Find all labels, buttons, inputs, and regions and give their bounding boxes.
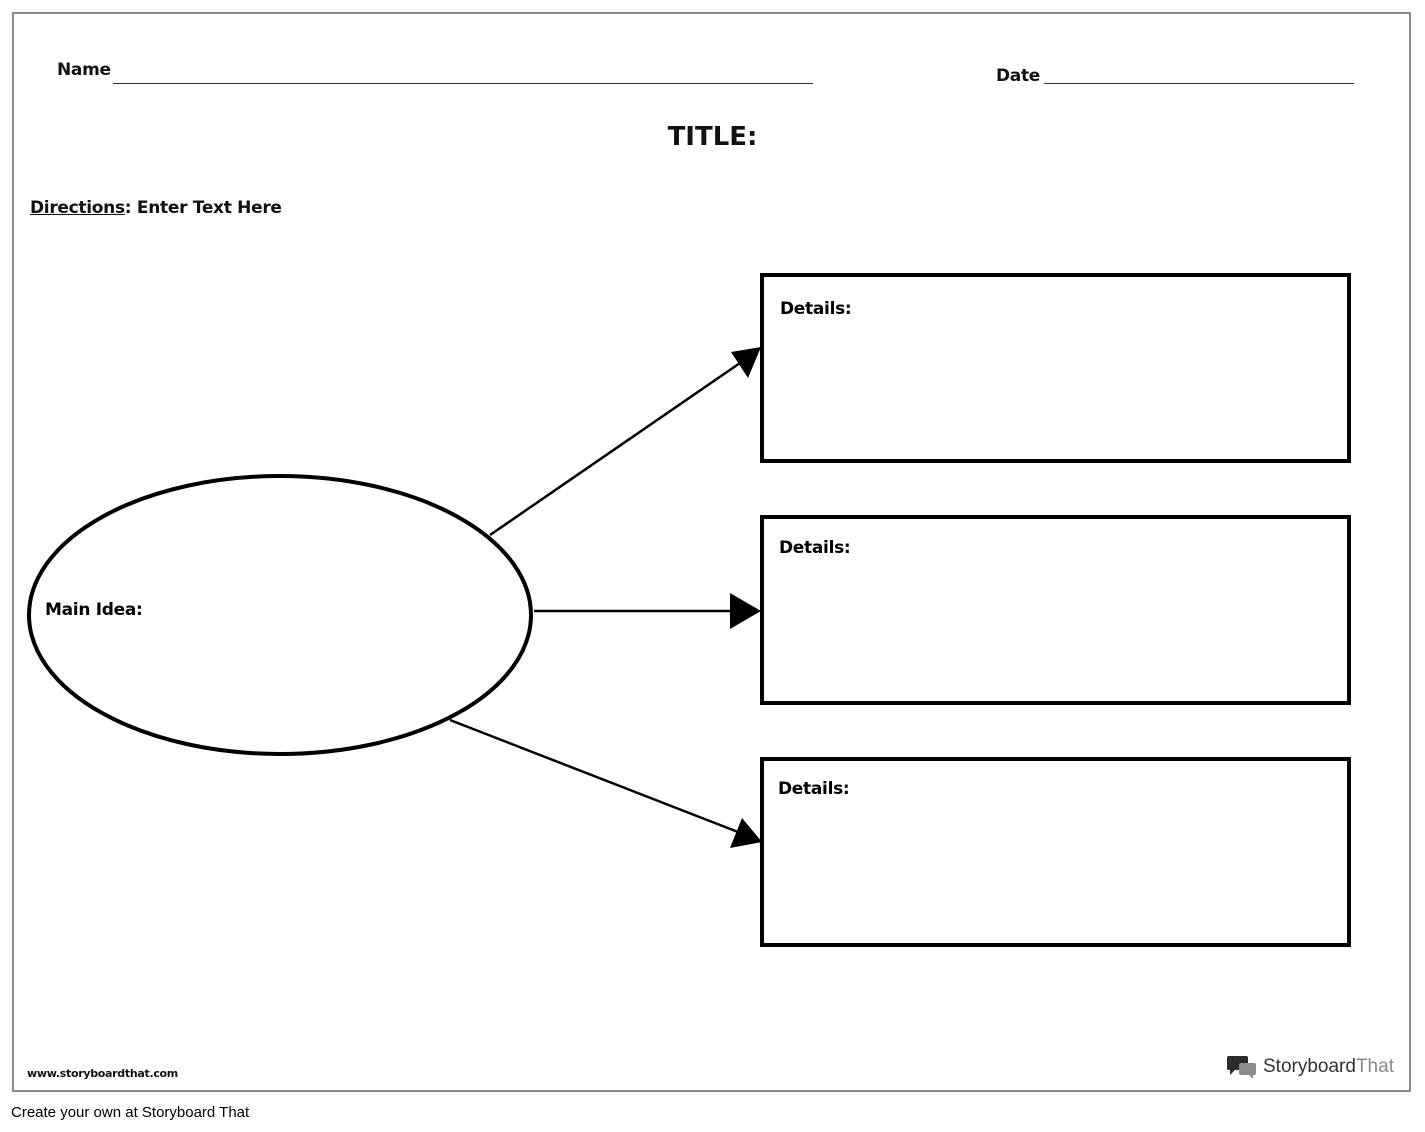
arrow-top	[489, 347, 761, 537]
storyboardthat-logo[interactable]: StoryboardThat	[1227, 1054, 1394, 1080]
name-line[interactable]	[113, 83, 813, 84]
details-box-1[interactable]	[760, 273, 1351, 463]
details-box-3[interactable]	[760, 757, 1351, 947]
arrow-middle	[534, 593, 761, 629]
directions: Directions: Enter Text Here	[30, 198, 282, 218]
speech-bubbles-icon	[1227, 1056, 1256, 1079]
date-line[interactable]	[1044, 83, 1354, 84]
details-label-1: Details:	[780, 299, 851, 319]
create-caption-link[interactable]: Create your own at Storyboard That	[11, 1104, 250, 1121]
date-label: Date	[996, 66, 1041, 86]
brand-secondary: That	[1355, 1056, 1394, 1077]
brand-name: StoryboardThat	[1263, 1056, 1394, 1078]
directions-key: Directions	[30, 198, 125, 218]
brand-primary: Storyboard	[1263, 1056, 1356, 1077]
footer-website: www.storyboardthat.com	[27, 1067, 178, 1080]
details-label-2: Details:	[779, 538, 850, 558]
arrow-bottom	[449, 718, 762, 848]
main-idea-ellipse[interactable]	[27, 474, 533, 756]
worksheet-title: TITLE:	[667, 122, 758, 152]
details-label-3: Details:	[778, 779, 849, 799]
name-label: Name	[57, 60, 111, 80]
directions-text: : Enter Text Here	[124, 198, 282, 218]
main-idea-label: Main Idea:	[45, 600, 143, 620]
details-box-2[interactable]	[760, 515, 1351, 705]
